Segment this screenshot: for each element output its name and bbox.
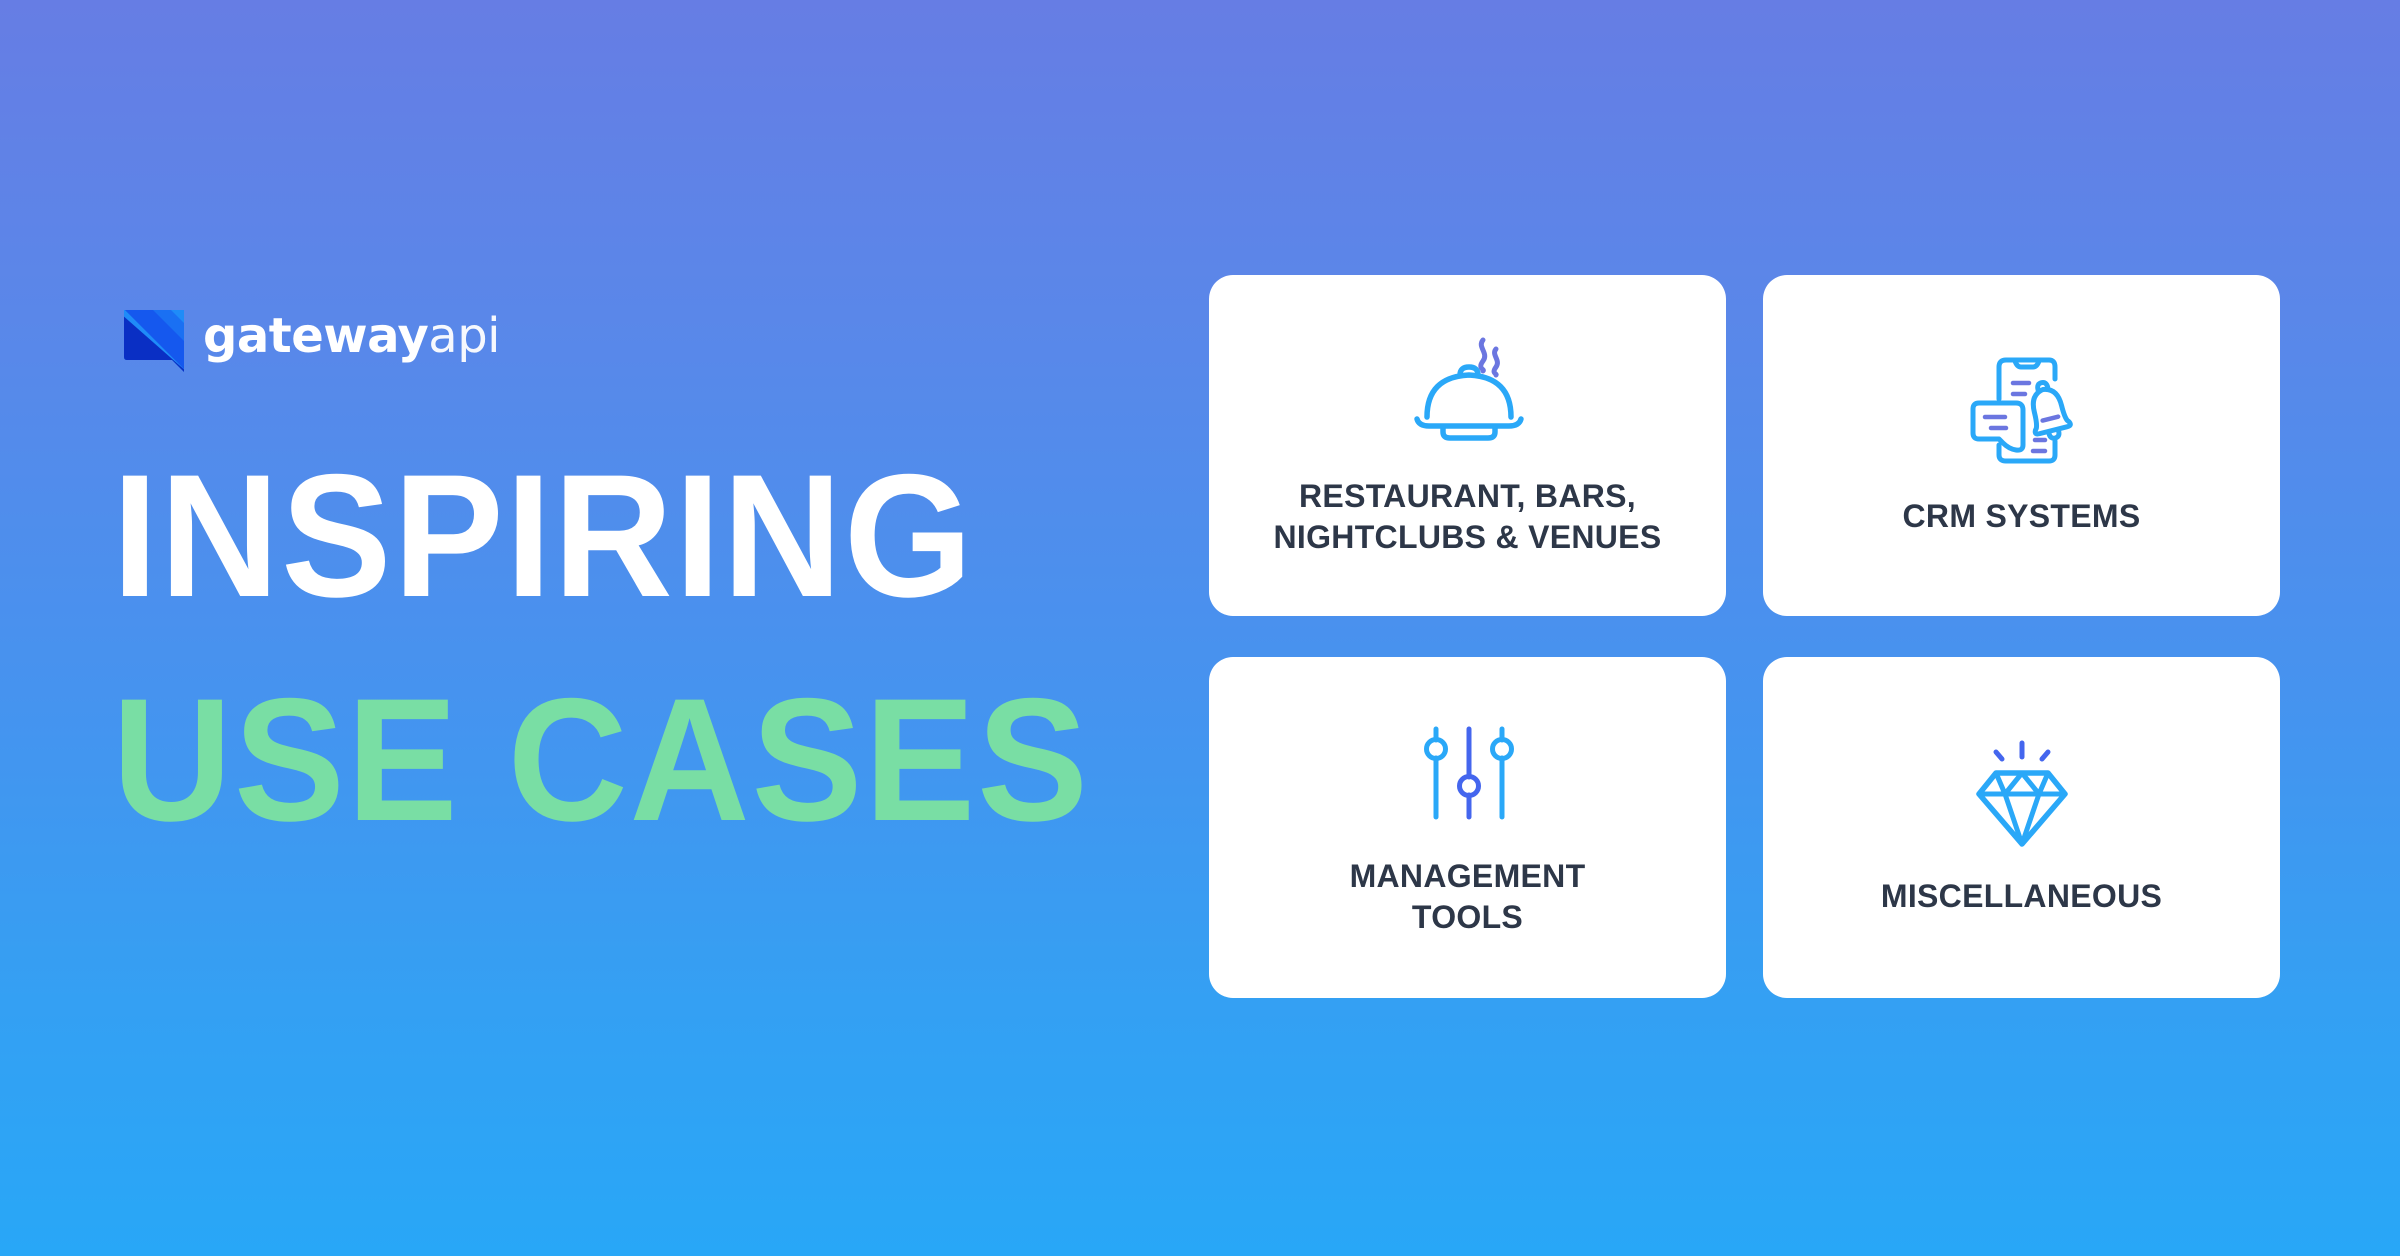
headline-line-1: INSPIRING [112,439,975,634]
use-case-card-miscellaneous[interactable]: MISCELLANEOUS [1763,657,2280,998]
use-case-card-crm[interactable]: CRM SYSTEMS [1763,275,2280,616]
use-case-title: RESTAURANT, BARS, NIGHTCLUBS & VENUES [1209,476,1726,558]
title-line: CRM SYSTEMS [1902,498,2141,534]
brand-name-bold: gateway [203,308,429,364]
title-line: RESTAURANT, BARS, [1299,478,1636,514]
title-line: MANAGEMENT [1349,858,1586,894]
speech-bubble-stripes-icon [124,310,184,372]
brand-name-light: api [428,308,501,364]
title-line: NIGHTCLUBS & VENUES [1273,519,1662,555]
use-case-card-restaurants[interactable]: RESTAURANT, BARS, NIGHTCLUBS & VENUES [1209,275,1726,616]
diamond-icon [1976,740,2068,847]
brand-wordmark: gatewayapi [203,312,501,360]
use-case-title: MANAGEMENT TOOLS [1209,856,1726,938]
use-case-card-management-tools[interactable]: MANAGEMENT TOOLS [1209,657,1726,998]
use-case-title: CRM SYSTEMS [1763,496,2280,537]
sliders-icon [1424,726,1514,820]
use-cases-grid: RESTAURANT, BARS, NIGHTCLUBS & VENUES [1209,275,2280,998]
title-line: TOOLS [1411,899,1524,935]
use-case-title: MISCELLANEOUS [1763,876,2280,917]
brand-logo[interactable]: gatewayapi [121,306,501,372]
phone-chat-bell-icon [1970,357,2073,464]
headline-line-2: USE CASES [112,663,1090,858]
serving-cloche-icon [1414,337,1524,441]
title-line: MISCELLANEOUS [1880,878,2163,914]
